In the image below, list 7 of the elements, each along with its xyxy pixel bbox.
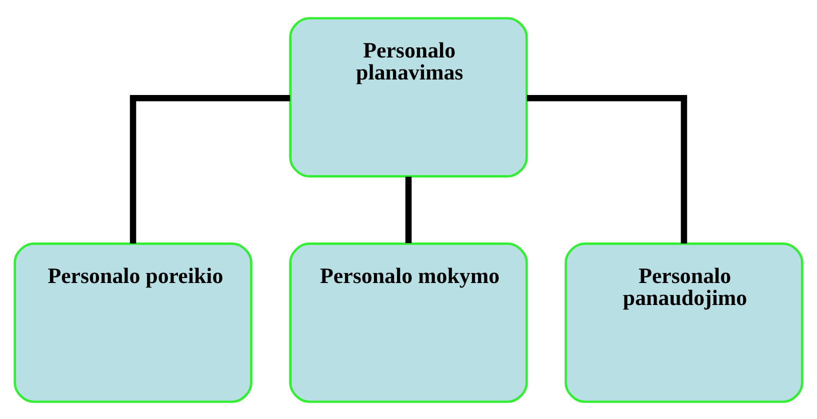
connector — [405, 176, 412, 243]
node-box: Personalo mokymo — [289, 242, 528, 402]
connector — [526, 94, 688, 243]
connector — [130, 94, 290, 243]
node-box: Personalo poreikio — [14, 242, 252, 402]
node-box: Personalo planavimas — [289, 16, 528, 178]
node-box: Personalo panaudojimo — [564, 242, 804, 402]
